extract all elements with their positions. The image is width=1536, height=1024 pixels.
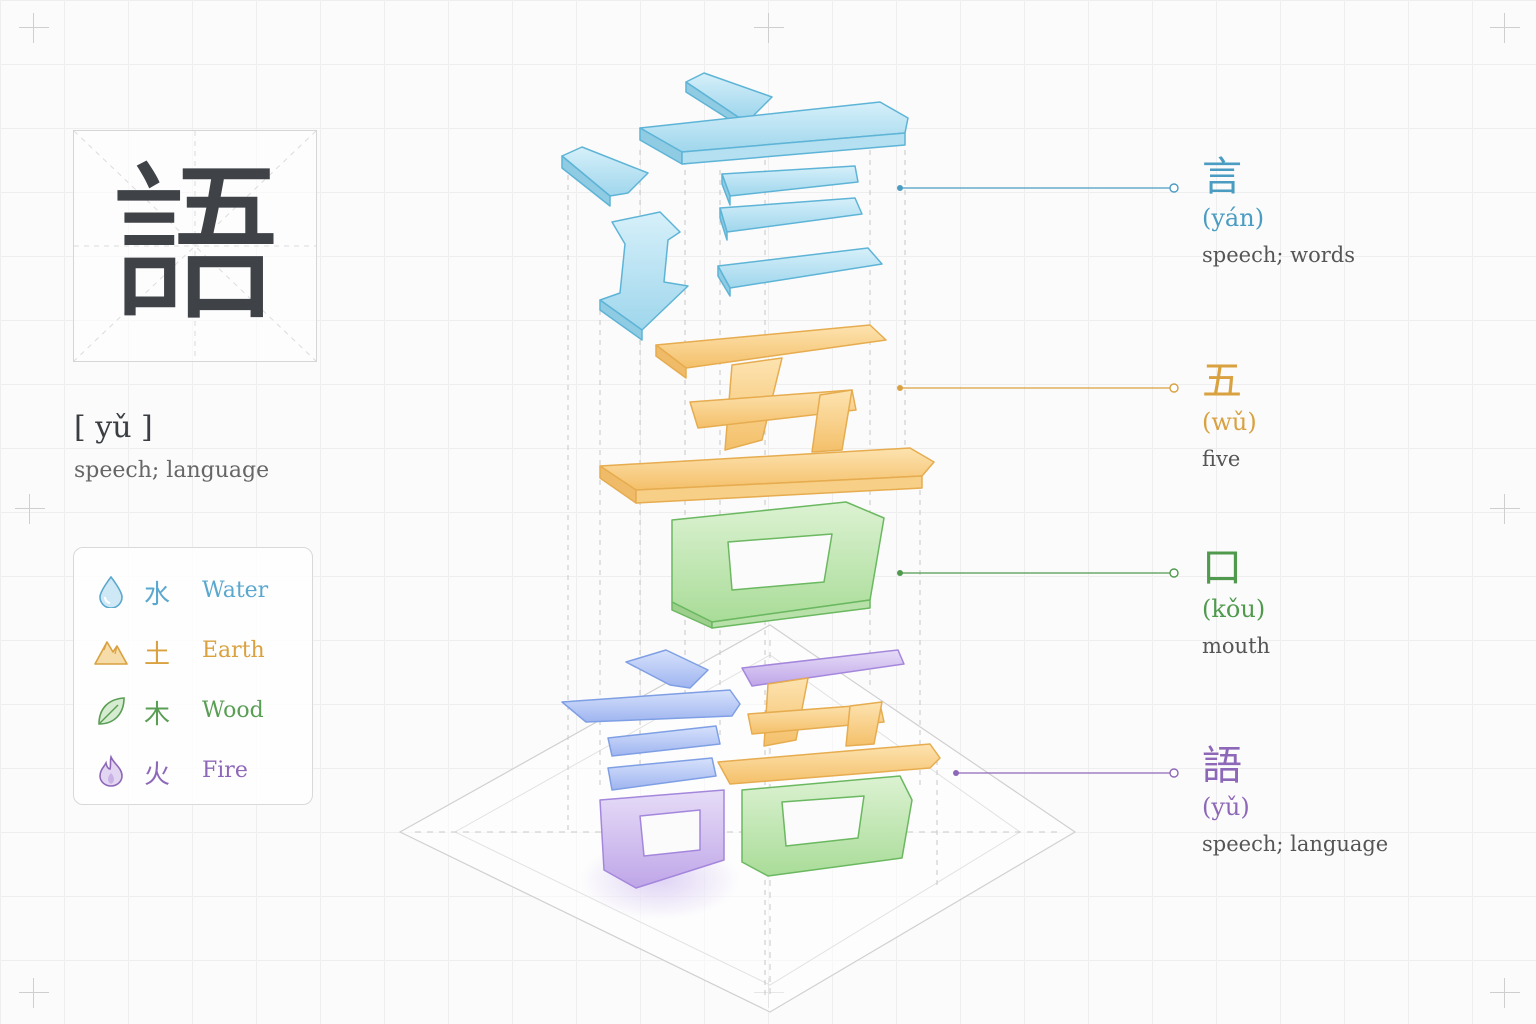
legend-name: Fire <box>202 758 248 783</box>
component-meaning: speech; words <box>1202 241 1355 269</box>
corner-cross-mark <box>1490 978 1520 1008</box>
component-label-yu: 語 (yǔ) speech; language <box>1202 744 1388 858</box>
component-char: 語 <box>1202 744 1388 788</box>
element-legend: 水 Water 土 Earth 木 Wood 火 Fire <box>73 547 313 805</box>
corner-cross-mark <box>1490 494 1520 524</box>
leaf-icon <box>94 694 128 728</box>
component-wu-blocks <box>600 325 934 503</box>
legend-han: 土 <box>144 634 170 671</box>
component-pinyin: (kǒu) <box>1202 594 1270 624</box>
mountain-icon <box>94 634 128 668</box>
legend-han: 火 <box>144 754 170 791</box>
component-char: 五 <box>1202 359 1257 403</box>
water-drop-icon <box>94 574 128 608</box>
corner-cross-mark <box>15 494 45 524</box>
component-label-wu: 五 (wǔ) five <box>1202 359 1257 473</box>
component-label-yan: 言 (yán) speech; words <box>1202 155 1355 269</box>
corner-cross-mark <box>19 13 49 43</box>
component-yan-blocks <box>562 73 908 340</box>
corner-cross-mark <box>754 13 784 43</box>
leader-lines <box>896 176 1186 782</box>
flame-icon <box>94 754 128 788</box>
component-kou-block <box>672 502 884 628</box>
component-pinyin: (wǔ) <box>1202 407 1257 437</box>
main-pinyin: [ yǔ ] <box>74 410 153 445</box>
component-meaning: speech; language <box>1202 830 1388 858</box>
component-pinyin: (yǔ) <box>1202 792 1388 822</box>
legend-name: Earth <box>202 638 265 663</box>
corner-cross-mark <box>19 978 49 1008</box>
legend-name: Water <box>202 578 268 603</box>
main-meaning: speech; language <box>74 458 269 483</box>
legend-item-water: 水 Water <box>74 570 312 610</box>
component-meaning: mouth <box>1202 632 1270 660</box>
legend-item-wood: 木 Wood <box>74 690 312 730</box>
legend-item-fire: 火 Fire <box>74 750 312 790</box>
component-char: 言 <box>1202 155 1355 199</box>
component-label-kou: 口 (kǒu) mouth <box>1202 546 1270 660</box>
component-pinyin: (yán) <box>1202 203 1355 233</box>
legend-han: 水 <box>144 574 170 611</box>
legend-name: Wood <box>202 698 264 723</box>
component-yu-assembled <box>562 650 940 888</box>
character-grid-box: 語 <box>73 130 317 362</box>
corner-cross-mark <box>1490 13 1520 43</box>
legend-item-earth: 土 Earth <box>74 630 312 670</box>
main-character: 語 <box>74 131 316 361</box>
component-meaning: five <box>1202 445 1257 473</box>
component-char: 口 <box>1202 546 1270 590</box>
legend-han: 木 <box>144 694 170 731</box>
